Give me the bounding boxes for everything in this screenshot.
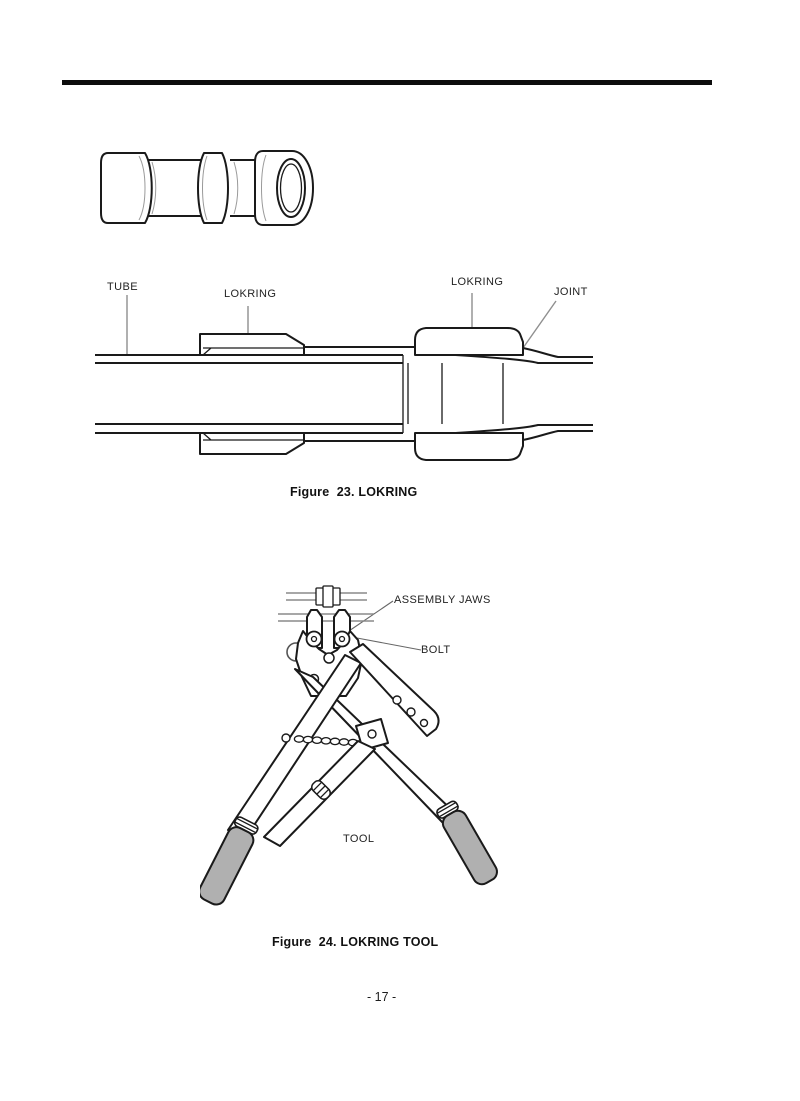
grip-right — [436, 800, 498, 886]
workpiece-tube-lower — [278, 613, 374, 622]
bolt-right — [333, 630, 351, 648]
lokring-fitting-left-top — [199, 333, 305, 356]
right-tube-top — [522, 347, 593, 358]
label-lokring-left: LOKRING — [224, 288, 277, 300]
figure23-drawing — [95, 293, 593, 461]
grip-left — [200, 816, 259, 906]
label-bolt: BOLT — [421, 644, 451, 656]
lokring-fitting-right-top — [414, 327, 524, 356]
lokring-fitting-left-bottom — [199, 432, 305, 455]
label-joint: JOINT — [554, 286, 588, 298]
union-body-right — [230, 159, 258, 217]
right-tube-bottom — [522, 430, 593, 441]
figure23-caption: Figure 23. LOKRING — [290, 485, 418, 499]
tube-walls — [95, 354, 403, 434]
lokring-union-drawing — [100, 150, 314, 226]
union-bore-inner — [279, 163, 303, 213]
label-lokring-right: LOKRING — [451, 276, 504, 288]
tension-chain — [293, 735, 359, 747]
lokring-fitting-right-bottom — [414, 432, 524, 461]
assembly-jaws-leader-line — [345, 600, 394, 634]
joint-leader-line — [522, 300, 557, 349]
bolt-left — [305, 630, 323, 648]
label-assembly-jaws: ASSEMBLY JAWS — [394, 594, 491, 606]
label-tool: TOOL — [343, 833, 375, 845]
linkage-ferrule — [311, 780, 331, 800]
union-ring-right — [254, 150, 314, 226]
joint-section-edges — [402, 355, 504, 433]
figure24-drawing — [200, 585, 498, 906]
union-body-left — [147, 159, 201, 217]
union-ring-left — [100, 152, 153, 224]
figure24-caption: Figure 24. LOKRING TOOL — [272, 935, 439, 949]
union-ring-middle — [197, 152, 229, 224]
page-number: - 17 - — [367, 990, 397, 1004]
label-tube: TUBE — [107, 281, 138, 293]
union-bore-outer — [276, 158, 306, 218]
linkage-arm-upper — [349, 643, 440, 737]
header-rule — [62, 80, 712, 85]
bolt-leader-line — [356, 637, 422, 651]
joint-sleeve — [304, 346, 415, 442]
